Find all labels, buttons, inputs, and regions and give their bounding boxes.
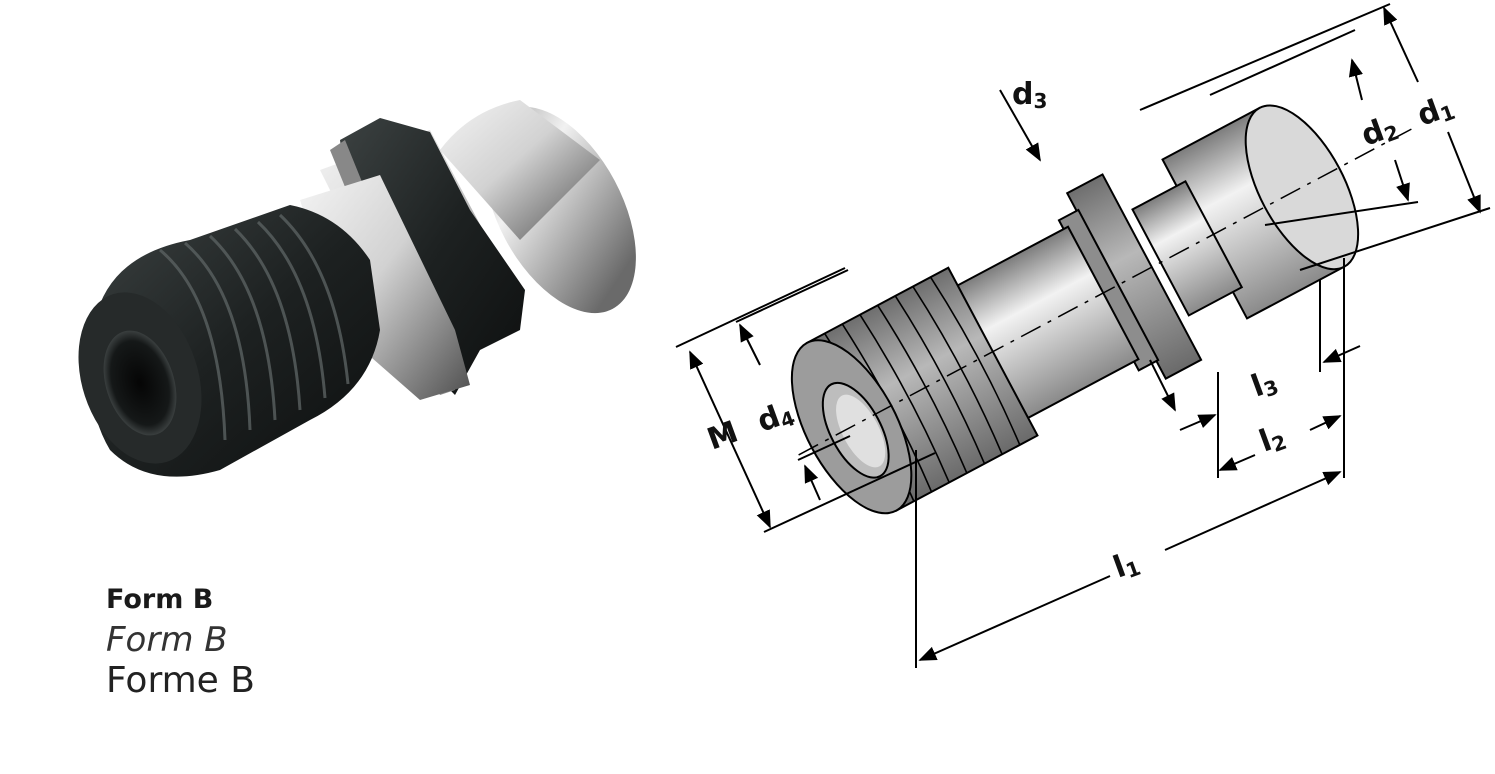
knob-thread <box>78 205 380 477</box>
caption-english: Form B <box>106 620 228 660</box>
label-d2: d2 <box>1357 109 1403 155</box>
label-d1: d1 <box>1413 89 1459 135</box>
label-l2: l2 <box>1255 418 1290 460</box>
caption-german: Form B <box>106 584 214 615</box>
label-l3: l3 <box>1247 363 1282 405</box>
knob-head <box>440 100 636 314</box>
dimension-lines <box>675 3 1491 668</box>
label-d4: d4 <box>753 395 799 441</box>
label-M: M <box>703 414 743 457</box>
drawing-body <box>790 104 1418 515</box>
label-l1: l1 <box>1109 544 1144 586</box>
label-d3: d3 <box>1012 77 1047 113</box>
caption-french: Forme B <box>106 660 255 701</box>
